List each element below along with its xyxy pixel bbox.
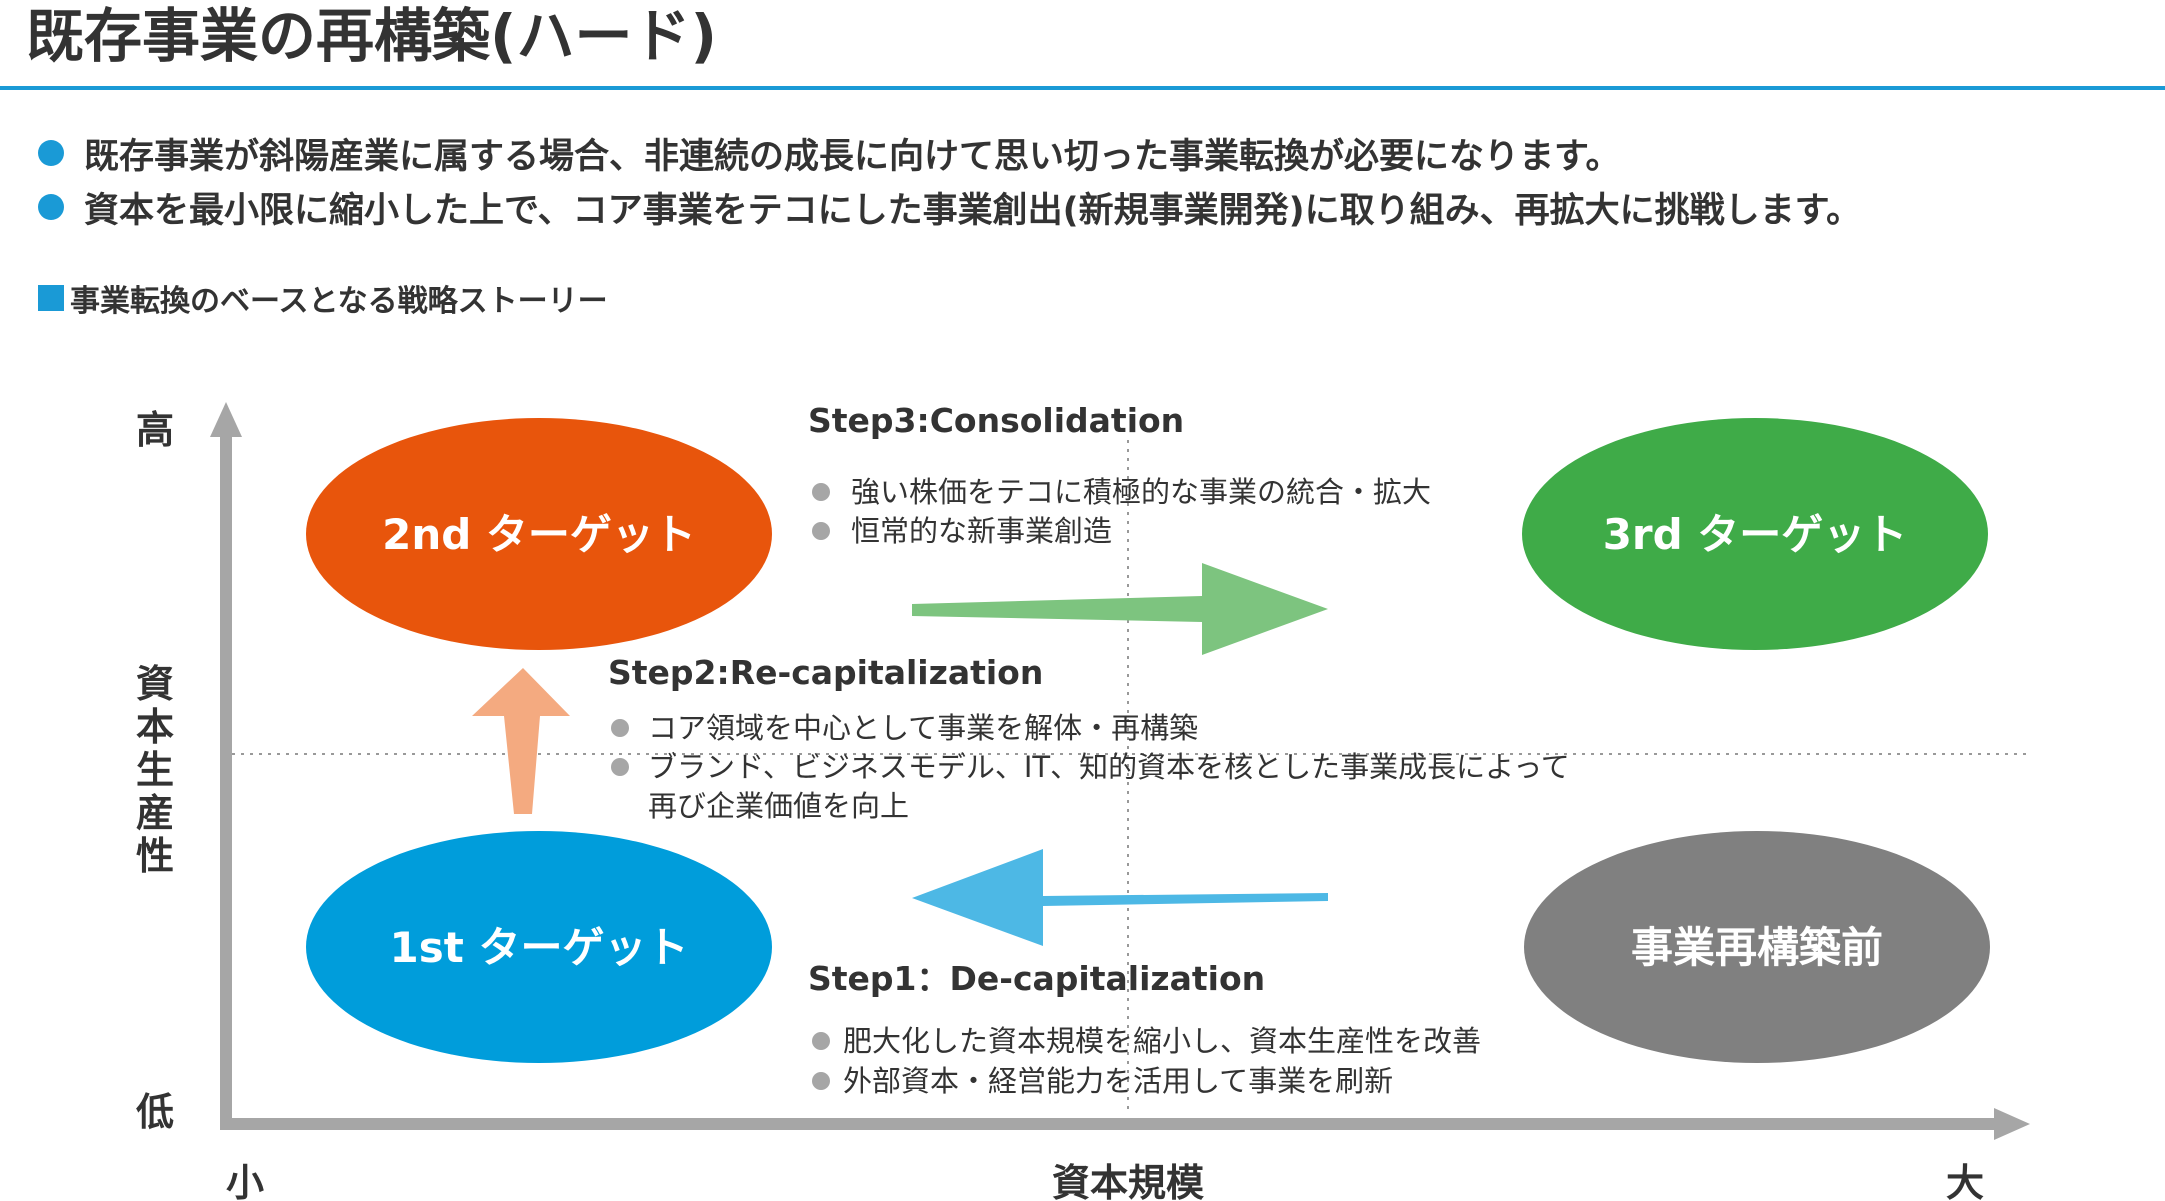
y-axis-title-char: 本: [136, 705, 174, 749]
intro-bullet: 資本を最小限に縮小した上で、コア事業をテコにした事業創出(新規事業開発)に取り組…: [38, 180, 1861, 234]
step1-item: 外部資本・経営能力を活用して事業を刷新: [843, 1064, 1393, 1098]
step1-item: 肥大化した資本規模を縮小し、資本生産性を改善: [843, 1024, 1481, 1058]
bullet-dot-icon: [812, 1072, 830, 1090]
y-axis-high-label: 高: [136, 408, 174, 452]
x-axis-small-label: 小: [226, 1161, 264, 1201]
page-title: 既存事業の再構築(ハード): [26, 2, 718, 70]
bullet-dot-icon: [812, 483, 830, 501]
title-divider: [0, 86, 2165, 90]
step1-arrow: [912, 849, 1328, 946]
step3-item: 恒常的な新事業創造: [851, 514, 1112, 548]
before-restructuring-node: [1524, 831, 1990, 1063]
y-axis-low-label: 低: [136, 1090, 174, 1134]
step3-title: Step3:Consolidation: [808, 401, 1184, 440]
intro-bullets: 既存事業が斜陽産業に属する場合、非連続の成長に向けて思い切った事業転換が必要にな…: [38, 126, 1861, 234]
y-axis-title-char: 生: [136, 748, 174, 792]
y-axis-title-char: 産: [136, 791, 174, 835]
step1-title: Step1：De-capitalization: [808, 959, 1265, 998]
second-target-node: [306, 418, 772, 650]
intro-bullet: 既存事業が斜陽産業に属する場合、非連続の成長に向けて思い切った事業転換が必要にな…: [38, 126, 1861, 180]
y-axis-title-char: 性: [136, 834, 174, 878]
step2-item: コア領域を中心として事業を解体・再構築: [648, 711, 1198, 745]
bullet-dot-icon: [38, 194, 64, 220]
step2-item-continued: 再び企業価値を向上: [648, 789, 909, 823]
step3-item: 強い株価をテコに積極的な事業の統合・拡大: [851, 475, 1431, 509]
square-marker-icon: [38, 285, 64, 311]
step3-arrow: [912, 563, 1328, 655]
x-axis-large-label: 大: [1946, 1161, 1984, 1201]
y-axis-title-char: 資: [136, 662, 174, 706]
intro-bullet-text: 資本を最小限に縮小した上で、コア事業をテコにした事業創出(新規事業開発)に取り組…: [84, 190, 1862, 231]
bullet-dot-icon: [611, 719, 629, 737]
section-heading: 事業転換のベースとなる戦略ストーリー: [38, 276, 608, 320]
before-restructuring-label: 事業再構築前: [1631, 923, 1883, 972]
x-axis-arrowhead: [1994, 1108, 2030, 1140]
section-heading-text: 事業転換のベースとなる戦略ストーリー: [70, 284, 608, 319]
bullet-dot-icon: [812, 522, 830, 540]
step2-arrow: [472, 668, 570, 814]
y-axis-arrowhead: [210, 402, 242, 437]
bullet-dot-icon: [812, 1032, 830, 1050]
step2-title: Step2:Re-capitalization: [608, 653, 1043, 692]
second-target-label: 2nd ターゲット: [382, 510, 696, 559]
first-target-node: [306, 831, 772, 1063]
bullet-dot-icon: [611, 758, 629, 776]
third-target-node: [1522, 418, 1988, 650]
step2-item: ブランド、ビジネスモデル、IT、知的資本を核とした事業成長によって: [648, 750, 1570, 784]
first-target-label: 1st ターゲット: [390, 923, 689, 972]
third-target-label: 3rd ターゲット: [1603, 510, 1908, 559]
intro-bullet-text: 既存事業が斜陽産業に属する場合、非連続の成長に向けて思い切った事業転換が必要にな…: [84, 136, 1621, 177]
bullet-dot-icon: [38, 140, 64, 166]
x-axis-title: 資本規模: [1052, 1161, 1204, 1201]
